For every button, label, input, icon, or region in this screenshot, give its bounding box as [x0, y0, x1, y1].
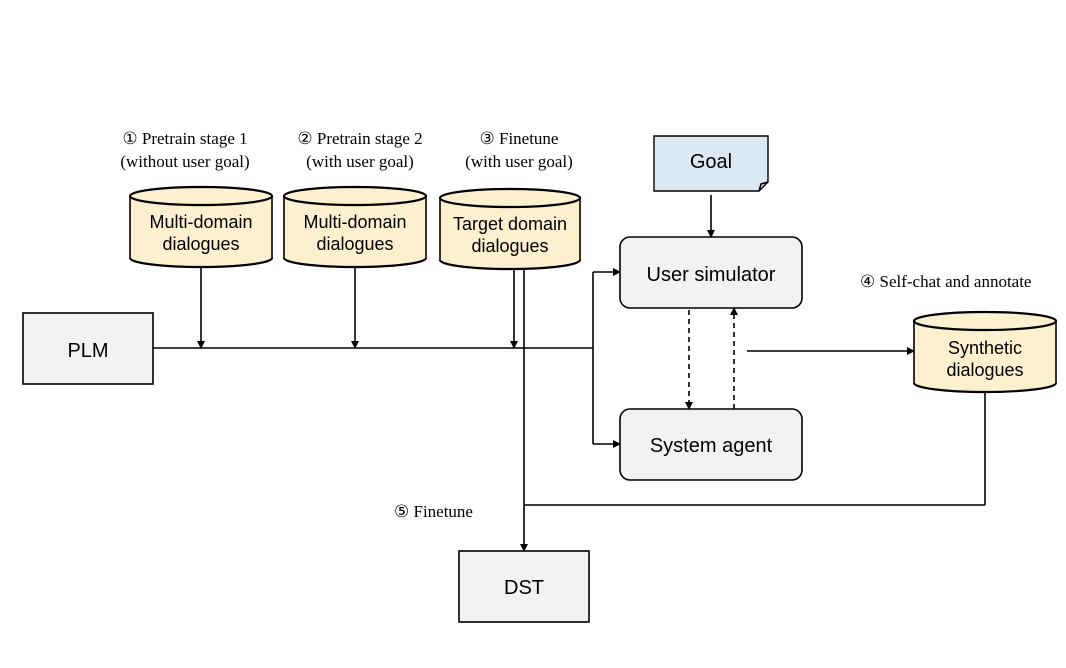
cylinder-3-label-line2: dialogues	[471, 236, 548, 256]
cylinder-1-label-line2: dialogues	[162, 234, 239, 254]
target-domain-dialogues-cylinder: Target domain dialogues	[438, 187, 582, 271]
goal-label: Goal	[690, 151, 732, 173]
cylinder-1-label-line1: Multi-domain	[149, 212, 252, 232]
stage3-label-line1: ③ Finetune	[480, 129, 559, 148]
system-agent-label: System agent	[650, 435, 773, 457]
stage2-label-line1: ② Pretrain stage 2	[297, 129, 422, 148]
stage5-label: ⑤ Finetune	[394, 502, 473, 521]
plm-label: PLM	[67, 340, 108, 362]
stage1-label-line1: ① Pretrain stage 1	[122, 129, 247, 148]
goal-note: Goal	[653, 135, 769, 192]
stage2-label-line2: (with user goal)	[306, 152, 414, 171]
stage4-label: ④ Self-chat and annotate	[860, 272, 1031, 291]
multi-domain-dialogues-cylinder-2: Multi-domain dialogues	[282, 185, 428, 269]
dst-label: DST	[504, 577, 544, 599]
cylinder-2-label-line2: dialogues	[316, 234, 393, 254]
edges	[153, 195, 986, 552]
plm-box: PLM	[22, 312, 154, 385]
cylinder-2-label-line1: Multi-domain	[303, 212, 406, 232]
cylinder-4-label-line2: dialogues	[946, 360, 1023, 380]
stage1-label-line2: (without user goal)	[120, 152, 249, 171]
cylinder-4-label-line1: Synthetic	[948, 338, 1022, 358]
cylinder-3-label-line1: Target domain	[453, 214, 567, 234]
stage3-label-line2: (with user goal)	[465, 152, 573, 171]
synthetic-dialogues-cylinder: Synthetic dialogues	[912, 310, 1058, 394]
system-agent-box: System agent	[619, 408, 803, 481]
user-simulator-label: User simulator	[647, 264, 776, 286]
dst-box: DST	[458, 550, 590, 623]
multi-domain-dialogues-cylinder-1: Multi-domain dialogues	[128, 185, 274, 269]
user-simulator-box: User simulator	[619, 236, 803, 309]
